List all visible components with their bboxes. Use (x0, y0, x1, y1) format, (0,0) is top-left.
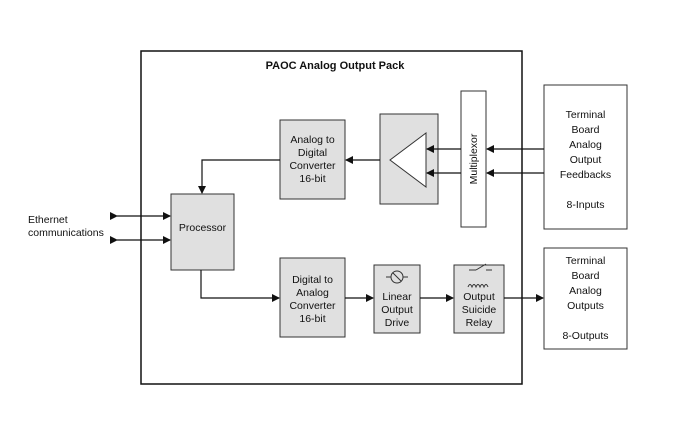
terminal-outputs-block (543, 247, 628, 350)
ethernet-links (110, 212, 171, 244)
ethernet-label: Ethernet communications (28, 214, 123, 240)
terminal-outputs-line: Board (571, 270, 600, 282)
adc-label-line: Digital (297, 147, 328, 159)
terminal-outputs-line: Outputs (567, 300, 604, 312)
ethernet-label-line: communications (28, 227, 104, 239)
terminal-feedbacks-line (544, 183, 627, 198)
dac-label-line: Analog (296, 287, 329, 299)
terminal-feedbacks-line: Board (571, 124, 600, 136)
adc-label-line: 16-bit (299, 173, 326, 185)
linear-drive-label-line: Drive (384, 317, 410, 329)
dac-label: Digital to Analog Converter 16-bit (280, 274, 345, 326)
terminal-feedbacks-line: Analog (569, 139, 602, 151)
linear-drive-label: Linear Output Drive (374, 291, 420, 330)
terminal-outputs-line: Terminal (565, 255, 606, 267)
suicide-relay-label: Output Suicide Relay (454, 291, 504, 330)
dac-label-line: 16-bit (299, 313, 326, 325)
suicide-relay-label-line: Relay (465, 317, 493, 329)
terminal-feedbacks-label: Terminal Board Analog Output Feedbacks 8… (544, 108, 627, 213)
multiplexor-label: Multiplexor (468, 133, 480, 184)
terminal-feedbacks-line: Terminal (565, 109, 606, 121)
adc-label-line: Analog to (290, 134, 335, 146)
linear-drive-label-line: Output (381, 304, 413, 316)
multiplexor-block (460, 90, 487, 228)
terminal-outputs-label: Terminal Board Analog Outputs 8-Outputs (544, 254, 627, 344)
terminal-outputs-line: Analog (569, 285, 602, 297)
suicide-relay-label-line: Suicide (461, 304, 497, 316)
ethernet-label-line: Ethernet (28, 214, 68, 226)
terminal-outputs-line: 8-Outputs (562, 330, 609, 342)
linear-drive-label-line: Linear (382, 291, 412, 303)
terminal-outputs-line (544, 314, 627, 329)
diagram-title: PAOC Analog Output Pack (265, 60, 405, 72)
feedback-signal-lines (198, 145, 544, 194)
amplifier-icon (389, 132, 427, 188)
adc-block (279, 119, 346, 200)
terminal-feedbacks-line: 8-Inputs (566, 199, 605, 211)
linear-drive-icon (386, 270, 408, 284)
terminal-feedbacks-line: Output (569, 154, 602, 166)
terminal-feedbacks-block (543, 84, 628, 230)
processor-label: Processor (178, 222, 227, 234)
output-signal-lines (200, 270, 544, 302)
adc-label-line: Converter (289, 160, 336, 172)
suicide-relay-label-line: Output (463, 291, 495, 303)
dac-label-line: Converter (289, 300, 336, 312)
relay-icon (467, 263, 492, 289)
suicide-relay-block (453, 264, 505, 334)
dac-label-line: Digital to (292, 274, 333, 286)
adc-label: Analog to Digital Converter 16-bit (280, 134, 345, 186)
terminal-feedbacks-line: Feedbacks (559, 169, 612, 181)
processor-block (170, 193, 235, 271)
